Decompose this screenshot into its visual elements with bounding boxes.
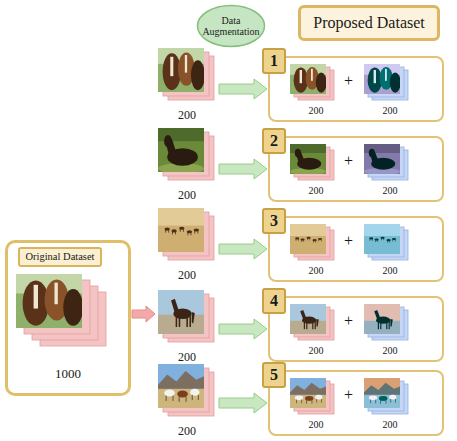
horse-photo [290, 224, 326, 254]
count-label: 200 [178, 269, 196, 282]
count-label: 200 [383, 419, 398, 430]
callout-number: 2 [270, 132, 278, 150]
horse-photo [290, 304, 326, 334]
callout-number: 1 [270, 52, 278, 70]
image-stack: 200 [362, 302, 418, 356]
pink-arrow [132, 306, 155, 322]
green-arrow [219, 159, 267, 179]
augmented-stack [364, 64, 408, 100]
number-badge: 4 [262, 288, 286, 314]
augmented-photo [364, 378, 400, 408]
horse-photo [158, 290, 204, 334]
image-stack [290, 64, 334, 100]
horse-photo [290, 378, 326, 408]
horse-photo [16, 274, 83, 328]
horse-photo [158, 48, 205, 92]
callout-number: 5 [270, 366, 278, 384]
image-stack: 200 [362, 376, 418, 430]
image-stack: 200 [156, 128, 218, 202]
plus-sign: + [344, 312, 353, 330]
green-arrow [219, 319, 267, 339]
callout-number: 4 [270, 292, 278, 310]
image-stack: 200 [156, 364, 218, 438]
image-stack: 200 [288, 376, 344, 430]
number-badge: 3 [262, 208, 286, 234]
count-label: 200 [178, 351, 196, 364]
count-label: 200 [383, 185, 398, 196]
image-stack: 200 [156, 208, 218, 282]
number-badge: 5 [262, 362, 286, 388]
panel-tab: Original Dataset [18, 247, 102, 267]
augmented-stack [364, 144, 408, 180]
image-stack: 200 [156, 290, 218, 364]
dataset-box: +2200200 [268, 136, 444, 202]
title-text: Proposed Dataset [313, 14, 425, 32]
count-label: 200 [178, 109, 196, 122]
plus-sign: + [344, 386, 353, 404]
green-arrow [219, 393, 267, 413]
image-stack [290, 378, 334, 414]
augmented-photo [364, 144, 400, 175]
image-stack [158, 290, 214, 342]
count-label: 200 [178, 189, 196, 202]
node-label: Data Augmentation [201, 15, 261, 37]
count-label: 200 [309, 185, 324, 196]
image-stack [290, 224, 334, 260]
count-label: 200 [178, 425, 196, 438]
horse-photo [158, 128, 204, 174]
green-arrow [219, 239, 267, 259]
augmentation-ellipse-shape [198, 6, 265, 47]
number-badge: 1 [262, 48, 286, 74]
count-label: 1000 [55, 367, 81, 381]
count-label: 200 [309, 265, 324, 276]
image-stack [16, 274, 106, 346]
image-stack [290, 304, 334, 340]
image-stack: 200 [362, 142, 418, 196]
dataset-box: +4200200 [268, 296, 444, 362]
augmented-stack [364, 378, 408, 414]
image-stack: 200 [362, 222, 418, 276]
dataset-box: +1200200 [268, 56, 444, 122]
image-stack: 200 [288, 222, 344, 276]
image-stack [158, 208, 214, 260]
image-stack [158, 128, 214, 180]
image-stack: 200 [288, 142, 344, 196]
dataset-panel: 1000 Original Dataset [5, 240, 131, 396]
count-label: 200 [309, 419, 324, 430]
augmentation-ellipse: Data Augmentation [196, 4, 266, 48]
count-label: 200 [383, 105, 398, 116]
title-box: Proposed Dataset [298, 5, 440, 41]
augmented-photo [364, 64, 401, 94]
image-stack [290, 144, 334, 180]
plus-sign: + [344, 152, 353, 170]
augmented-stack [364, 304, 408, 340]
callout-number: 3 [270, 212, 278, 230]
image-stack: 200 [156, 48, 218, 122]
image-stack [158, 48, 214, 100]
horse-photo [158, 208, 204, 252]
count-label: 200 [309, 105, 324, 116]
image-stack: 200 [288, 302, 344, 356]
image-stack: 200 [288, 62, 344, 116]
augmented-stack [364, 224, 408, 260]
dataset-box: +5200200 [268, 370, 444, 436]
plus-sign: + [344, 232, 353, 250]
horse-photo [290, 144, 326, 175]
count-label: 200 [383, 265, 398, 276]
augmented-photo [364, 224, 400, 254]
count-label: 200 [383, 345, 398, 356]
image-stack [158, 364, 214, 416]
horse-photo [290, 64, 327, 94]
panel-label: Original Dataset [25, 251, 94, 263]
image-stack: 200 [362, 62, 418, 116]
plus-sign: + [344, 72, 353, 90]
count-label: 200 [309, 345, 324, 356]
green-arrow [219, 79, 267, 99]
number-badge: 2 [262, 128, 286, 154]
dataset-box: +3200200 [268, 216, 444, 282]
horse-photo [158, 364, 204, 408]
augmented-photo [364, 304, 400, 334]
